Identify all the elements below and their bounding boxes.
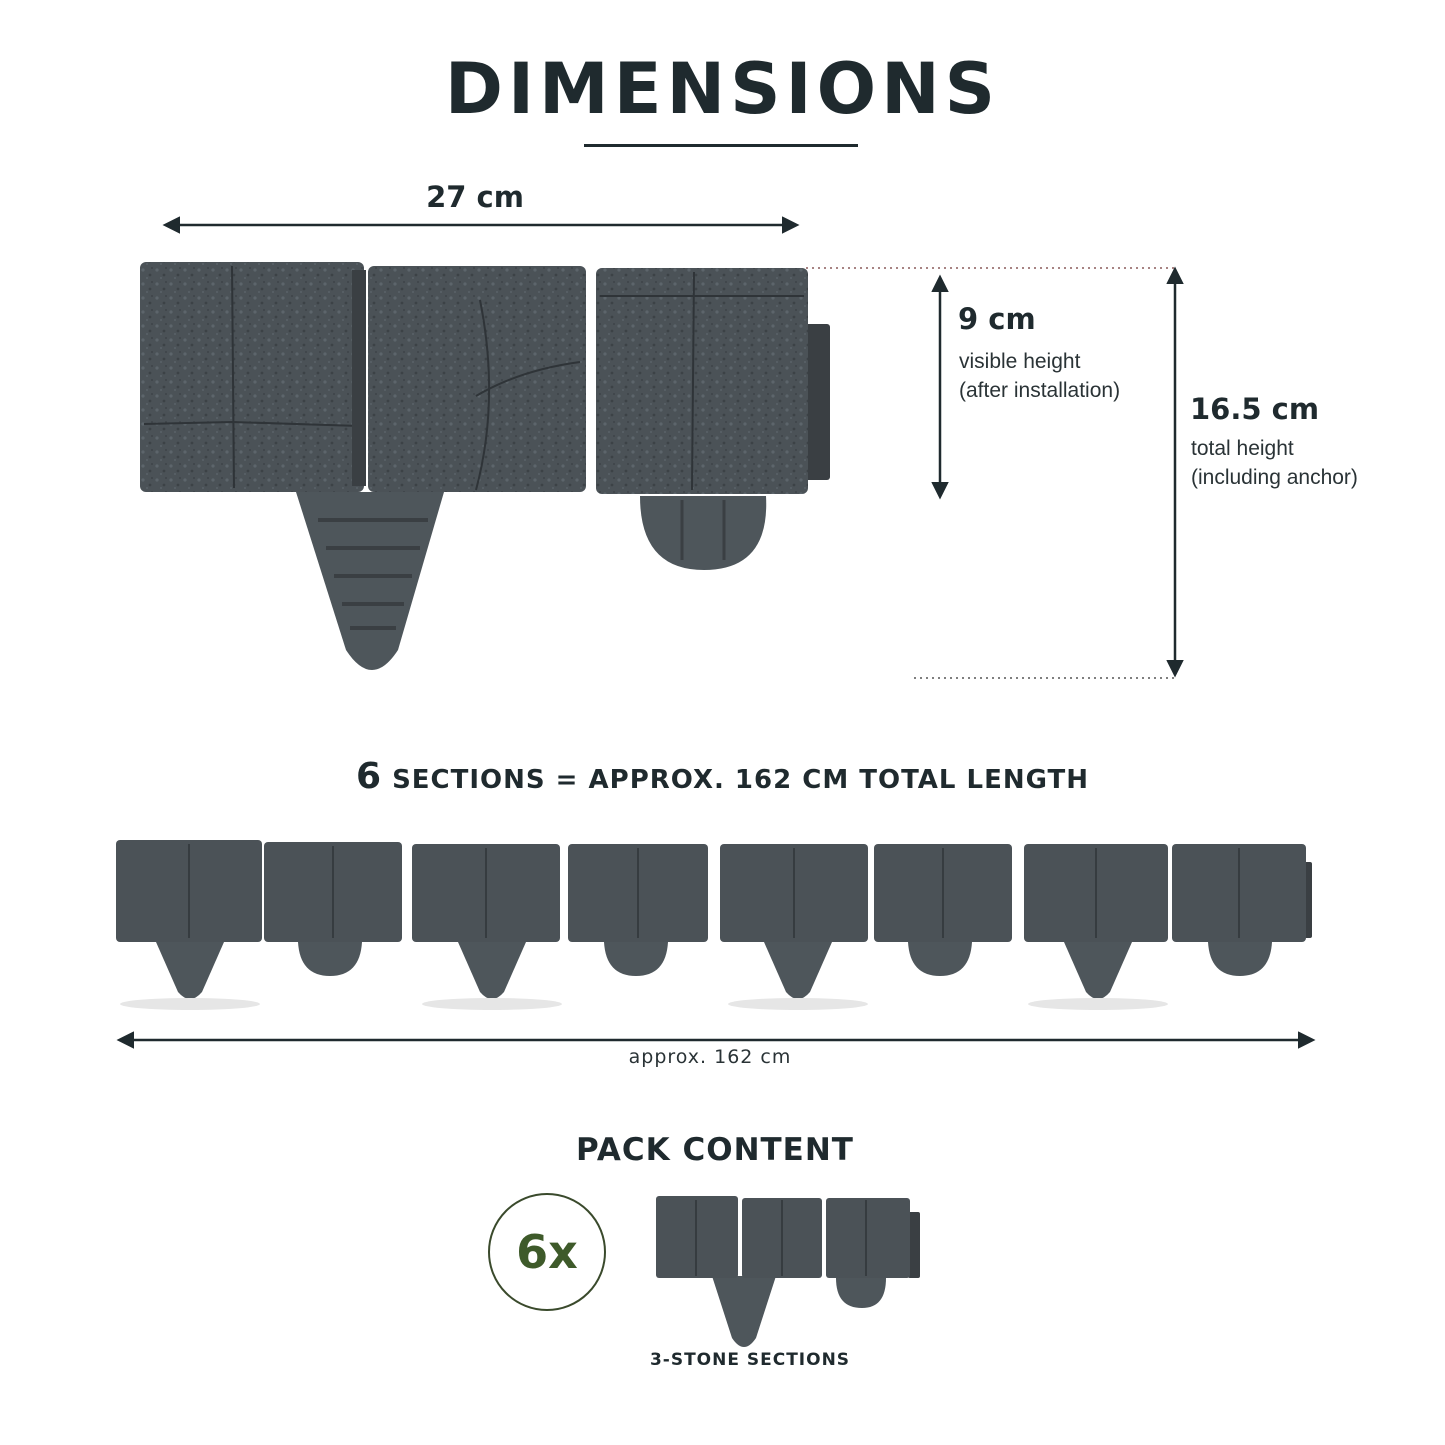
pack-item-illustration bbox=[656, 1196, 920, 1347]
visible-height-value: 9 cm bbox=[958, 302, 1036, 336]
quantity-badge: 6x bbox=[488, 1193, 606, 1311]
sections-row-diagram bbox=[116, 840, 1316, 1049]
row-triangle-anchor bbox=[1064, 942, 1132, 999]
width-label: 27 cm bbox=[426, 180, 524, 214]
sections-heading: 6 SECTIONS = APPROX. 162 CM TOTAL LENGTH bbox=[0, 756, 1445, 797]
row-shadow bbox=[422, 998, 562, 1010]
row-triangle-anchor bbox=[156, 942, 224, 999]
visible-height-caption: visible height bbox=[959, 350, 1081, 373]
stone-block-3 bbox=[596, 268, 808, 494]
total-length-label: approx. 162 cm bbox=[628, 1046, 792, 1068]
total-height-caption: total height bbox=[1191, 437, 1294, 460]
row-shadow bbox=[120, 998, 260, 1010]
row-shadow bbox=[728, 998, 868, 1010]
pack-stone-1 bbox=[656, 1196, 738, 1278]
pack-item-caption: 3-STONE SECTIONS bbox=[649, 1350, 851, 1370]
pack-stone-3 bbox=[826, 1198, 910, 1278]
row-round-anchor bbox=[604, 942, 668, 976]
pack-triangle-anchor bbox=[712, 1276, 776, 1347]
visible-height-caption-note: (after installation) bbox=[959, 379, 1121, 402]
sections-count: 6 bbox=[355, 756, 383, 797]
row-round-anchor bbox=[908, 942, 972, 976]
triangle-anchor bbox=[296, 492, 444, 670]
single-section-diagram bbox=[140, 216, 1184, 679]
pack-round-anchor bbox=[836, 1278, 886, 1308]
title-underline bbox=[584, 144, 858, 147]
sections-heading-text: SECTIONS = APPROX. 162 CM TOTAL LENGTH bbox=[382, 765, 1090, 795]
stone-block-2 bbox=[368, 266, 586, 492]
row-triangle-anchor bbox=[764, 942, 832, 999]
page-title: DIMENSIONS bbox=[444, 48, 1001, 130]
total-height-caption-note: (including anchor) bbox=[1191, 466, 1358, 489]
round-anchor bbox=[640, 496, 767, 570]
row-triangle-anchor bbox=[458, 942, 526, 999]
total-height-value: 16.5 cm bbox=[1190, 392, 1320, 426]
connector-tab bbox=[804, 324, 830, 480]
pack-content-title: PACK CONTENT bbox=[576, 1132, 854, 1168]
stone-block-1 bbox=[140, 262, 366, 492]
row-round-anchor bbox=[1208, 942, 1272, 976]
row-round-anchor bbox=[298, 942, 362, 976]
row-shadow bbox=[1028, 998, 1168, 1010]
